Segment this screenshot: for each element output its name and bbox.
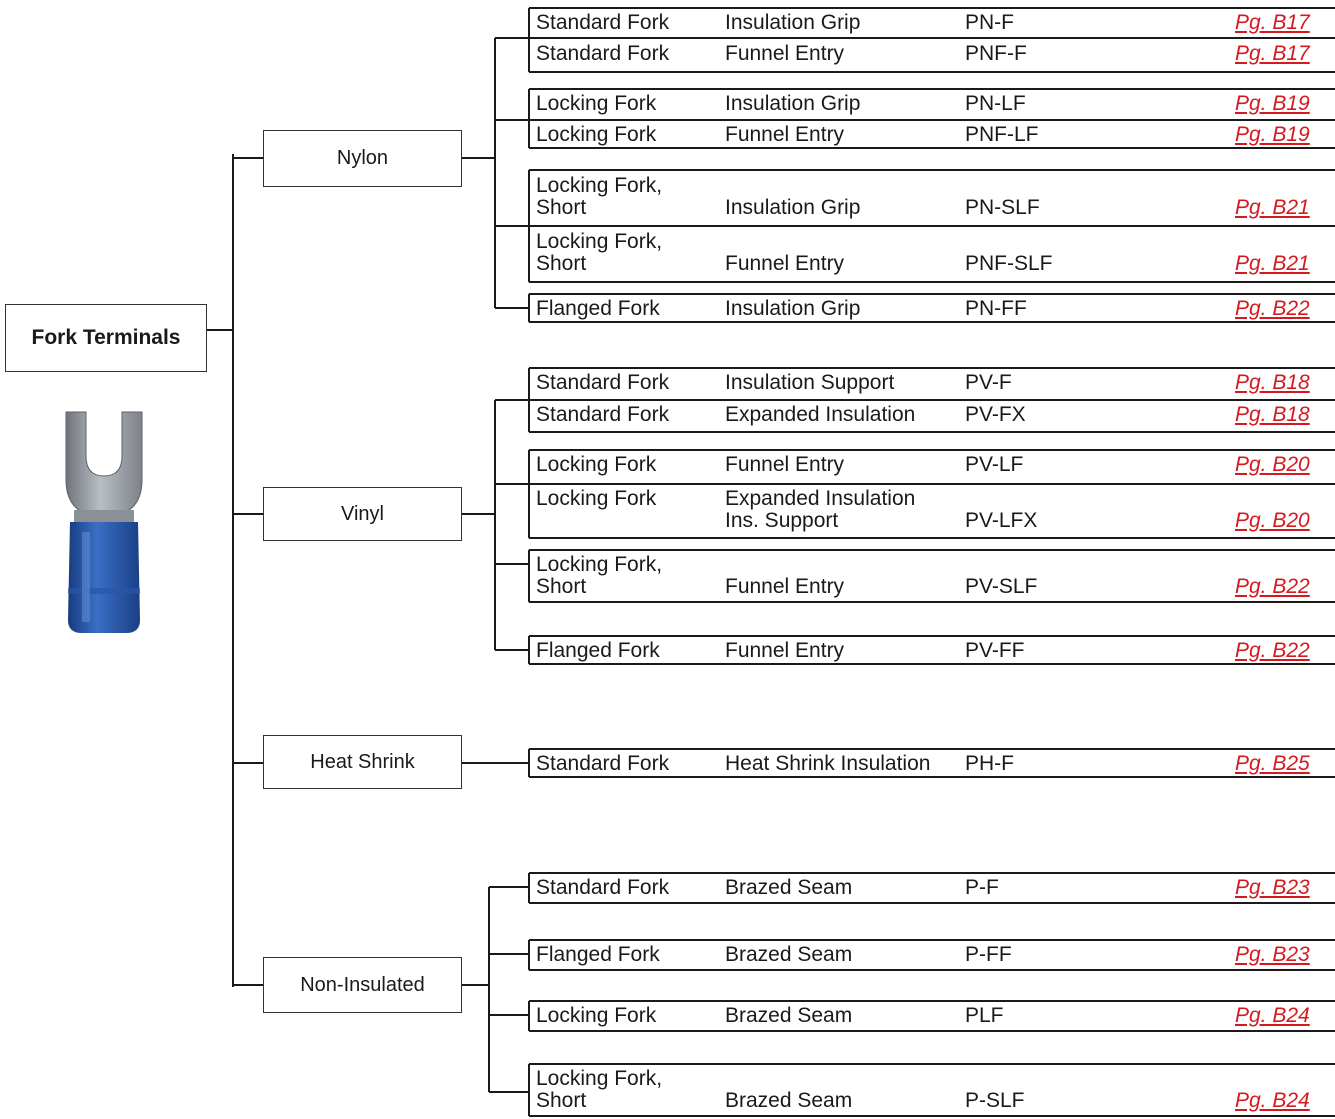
category-label: Non-Insulated [300, 973, 425, 996]
page-reference-link[interactable]: Pg. B23 [1235, 943, 1310, 966]
page-reference-link[interactable]: Pg. B17 [1235, 11, 1310, 34]
part-number: PNF-LF [965, 123, 1039, 146]
category-node-heat-shrink: Heat Shrink [263, 735, 462, 789]
part-number: PN-SLF [965, 196, 1040, 219]
part-number: PNF-SLF [965, 252, 1053, 275]
page-reference-link[interactable]: Pg. B17 [1235, 42, 1310, 65]
page-reference-link[interactable]: Pg. B21 [1235, 196, 1310, 219]
page-reference-link[interactable]: Pg. B24 [1235, 1004, 1310, 1027]
insulation-feature: Funnel Entry [725, 123, 845, 146]
part-number: P-F [965, 876, 999, 899]
terminal-type: Locking Fork [536, 1004, 657, 1027]
page-reference-link[interactable]: Pg. B23 [1235, 876, 1310, 899]
terminal-type: Locking Fork [536, 453, 657, 476]
page-reference-link[interactable]: Pg. B18 [1235, 371, 1310, 394]
category-label: Nylon [336, 147, 389, 169]
part-number: P-SLF [965, 1089, 1025, 1112]
terminal-type: Short [536, 1089, 587, 1112]
part-number: PV-FF [965, 639, 1025, 662]
insulation-feature: Ins. Support [725, 509, 839, 532]
category-node-nylon: Nylon [263, 130, 462, 187]
terminal-type: Flanged Fork [536, 297, 660, 320]
insulation-feature: Insulation Grip [725, 297, 861, 320]
insulation-feature: Funnel Entry [725, 453, 845, 476]
category-node-non-insulated: Non-Insulated [263, 957, 462, 1013]
insulation-feature: Expanded Insulation [725, 403, 916, 426]
page-reference-link[interactable]: Pg. B20 [1235, 453, 1310, 476]
page-reference-link[interactable]: Pg. B19 [1235, 92, 1310, 115]
terminal-type: Flanged Fork [536, 943, 660, 966]
terminal-type: Standard Fork [536, 876, 670, 899]
terminal-type: Locking Fork [536, 123, 657, 146]
page-reference-link[interactable]: Pg. B24 [1235, 1089, 1310, 1112]
part-number: PV-F [965, 371, 1012, 394]
insulation-feature: Brazed Seam [725, 1004, 853, 1027]
insulation-feature: Funnel Entry [725, 252, 845, 275]
terminal-type: Short [536, 575, 587, 598]
terminal-type: Standard Fork [536, 752, 670, 775]
part-number: PNF-F [965, 42, 1027, 65]
terminal-type: Short [536, 196, 587, 219]
insulation-feature: Heat Shrink Insulation [725, 752, 931, 775]
part-number: P-FF [965, 943, 1012, 966]
page-reference-link[interactable]: Pg. B25 [1235, 752, 1310, 775]
terminal-type: Locking Fork, [536, 1067, 663, 1090]
part-number: PV-SLF [965, 575, 1038, 598]
insulation-feature: Insulation Grip [725, 196, 861, 219]
insulation-feature: Expanded Insulation [725, 487, 916, 510]
terminal-type: Standard Fork [536, 371, 670, 394]
terminal-type: Standard Fork [536, 403, 670, 426]
page-reference-link[interactable]: Pg. B22 [1235, 297, 1310, 320]
terminal-type: Locking Fork, [536, 230, 663, 253]
insulation-feature: Brazed Seam [725, 876, 853, 899]
insulation-feature: Insulation Grip [725, 11, 861, 34]
part-number: PN-LF [965, 92, 1026, 115]
terminal-type: Locking Fork, [536, 553, 663, 576]
terminal-type: Standard Fork [536, 42, 670, 65]
category-label: Heat Shrink [310, 750, 415, 773]
page-reference-link[interactable]: Pg. B22 [1235, 575, 1310, 598]
page-reference-link[interactable]: Pg. B19 [1235, 123, 1310, 146]
insulation-feature: Brazed Seam [725, 943, 853, 966]
terminal-type: Locking Fork [536, 487, 657, 510]
page-reference-link[interactable]: Pg. B20 [1235, 509, 1310, 532]
root-node: Fork Terminals [5, 304, 207, 372]
root-label: Fork Terminals [31, 326, 181, 349]
page-reference-link[interactable]: Pg. B18 [1235, 403, 1310, 426]
category-node-vinyl: Vinyl [263, 487, 462, 541]
terminal-type: Locking Fork, [536, 174, 663, 197]
part-number: PH-F [965, 752, 1014, 775]
part-number: PN-F [965, 11, 1014, 34]
part-number: PN-FF [965, 297, 1027, 320]
terminal-type: Standard Fork [536, 11, 670, 34]
page-reference-link[interactable]: Pg. B22 [1235, 639, 1310, 662]
insulation-feature: Funnel Entry [725, 639, 845, 662]
insulation-feature: Brazed Seam [725, 1089, 853, 1112]
insulation-feature: Insulation Grip [725, 92, 861, 115]
insulation-feature: Funnel Entry [725, 42, 845, 65]
part-number: PV-LF [965, 453, 1024, 476]
terminal-type: Flanged Fork [536, 639, 660, 662]
part-number: PLF [965, 1004, 1004, 1027]
fork-terminal-image [65, 411, 143, 633]
insulation-feature: Funnel Entry [725, 575, 845, 598]
page-reference-link[interactable]: Pg. B21 [1235, 252, 1310, 275]
category-label: Vinyl [341, 502, 384, 525]
part-number: PV-LFX [965, 509, 1038, 532]
part-number: PV-FX [965, 403, 1026, 426]
insulation-feature: Insulation Support [725, 371, 895, 394]
terminal-type: Short [536, 252, 587, 275]
terminal-type: Locking Fork [536, 92, 657, 115]
